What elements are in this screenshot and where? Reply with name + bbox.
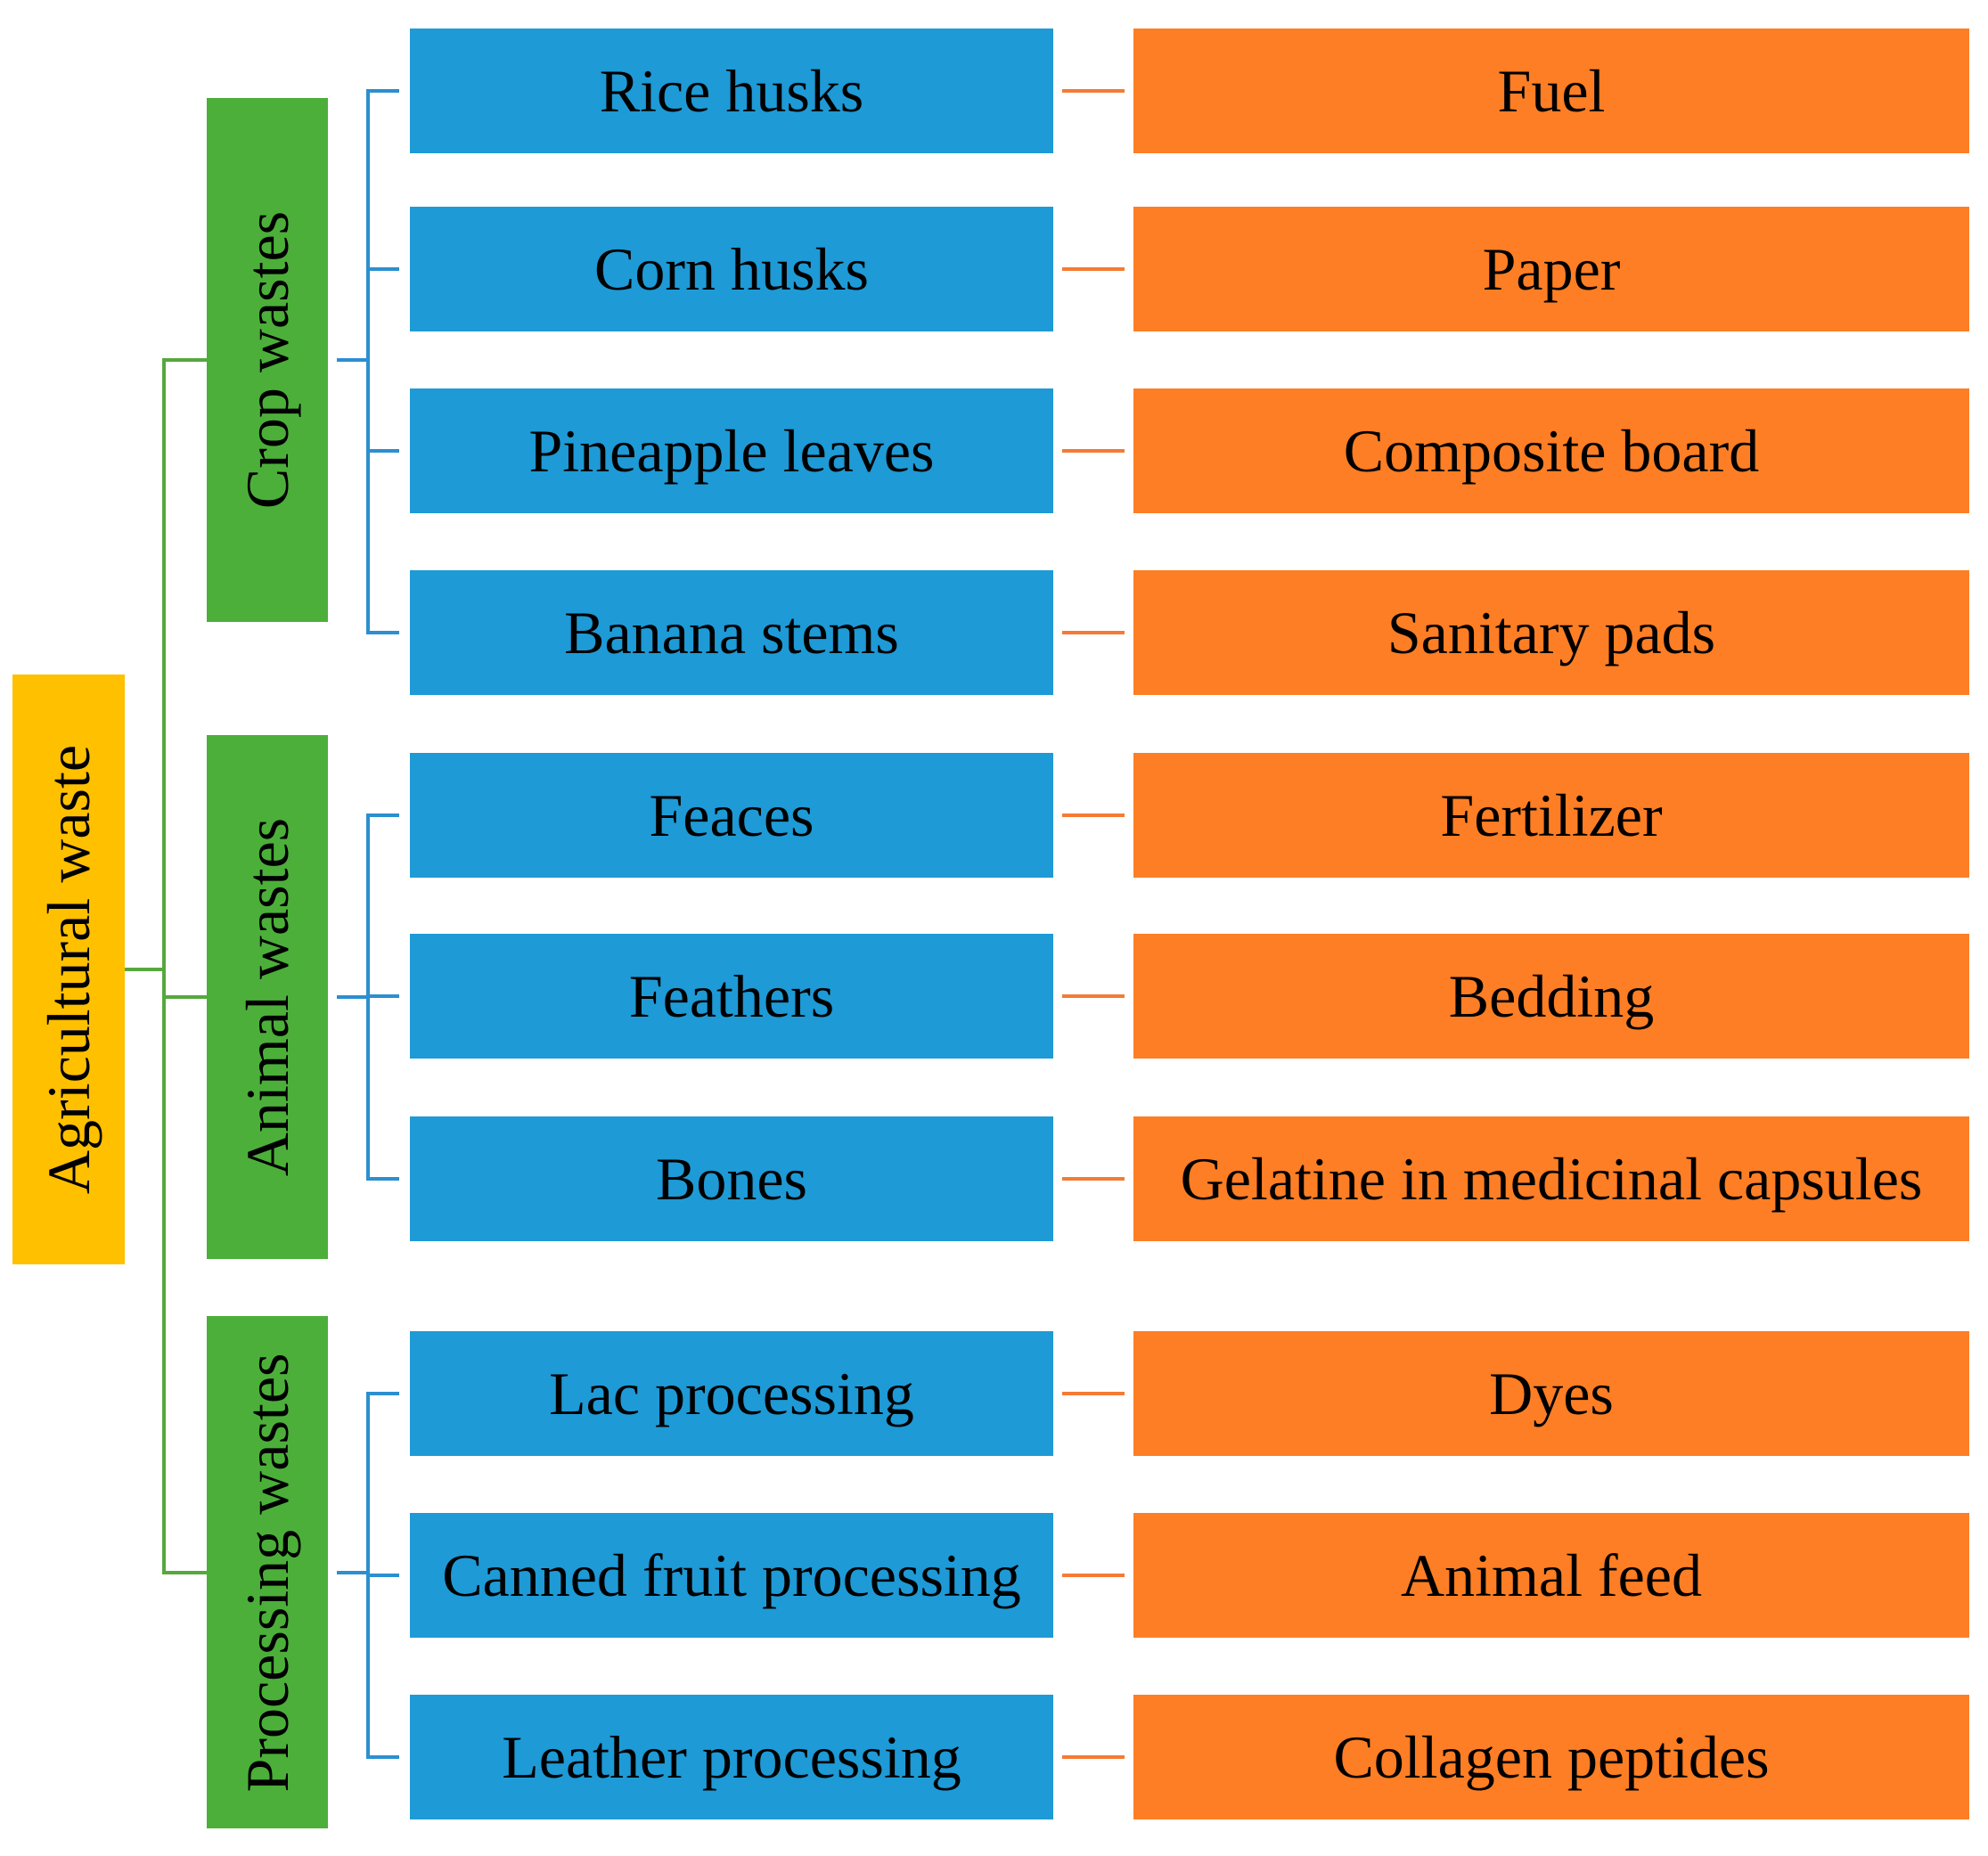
category-box: Animal wastes <box>207 735 328 1259</box>
use-box: Animal feed <box>1133 1513 1969 1638</box>
source-box-label: Pineapple leaves <box>528 417 935 485</box>
source-box-label: Corn husks <box>594 235 869 303</box>
source-box-label: Rice husks <box>599 57 864 125</box>
source-box: Corn husks <box>410 207 1053 331</box>
source-bracket-tick <box>368 89 399 93</box>
use-box-label: Paper <box>1482 235 1621 303</box>
source-box-label: Feaces <box>649 781 814 849</box>
category-connector <box>164 358 207 362</box>
source-box: Lac processing <box>410 1331 1053 1456</box>
use-box-label: Gelatine in medicinal capsules <box>1180 1145 1923 1213</box>
source-bracket-stub <box>337 358 368 362</box>
use-box: Dyes <box>1133 1331 1969 1456</box>
category-box: Crop wastes <box>207 98 328 622</box>
source-box-label: Banana stems <box>564 599 899 666</box>
source-box: Pineapple leaves <box>410 388 1053 513</box>
source-box: Leather processing <box>410 1695 1053 1819</box>
category-label: Animal wastes <box>233 817 301 1177</box>
use-box-label: Dyes <box>1489 1360 1614 1427</box>
category-box: Processing wastes <box>207 1316 328 1828</box>
source-bracket-tick <box>368 631 399 634</box>
source-box: Canned fruit processing <box>410 1513 1053 1638</box>
use-box: Sanitary pads <box>1133 570 1969 695</box>
root-node: Agricultural waste <box>12 675 125 1264</box>
use-connector <box>1062 267 1125 271</box>
root-connector <box>125 968 164 971</box>
use-connector <box>1062 814 1125 817</box>
category-label: Crop wastes <box>233 210 301 510</box>
source-box-label: Bones <box>656 1145 807 1213</box>
source-box-label: Feathers <box>628 962 835 1030</box>
use-box-label: Sanitary pads <box>1387 599 1716 666</box>
source-box: Feaces <box>410 753 1053 878</box>
use-connector <box>1062 1392 1125 1395</box>
source-box: Rice husks <box>410 29 1053 153</box>
source-bracket-tick <box>368 1177 399 1181</box>
source-bracket-tick <box>368 1392 399 1395</box>
use-box-label: Animal feed <box>1401 1541 1702 1609</box>
use-box: Bedding <box>1133 934 1969 1059</box>
use-connector <box>1062 631 1125 634</box>
category-label: Processing wastes <box>233 1353 301 1792</box>
source-box: Banana stems <box>410 570 1053 695</box>
use-box-label: Collagen peptides <box>1333 1723 1770 1791</box>
use-box-label: Bedding <box>1448 962 1655 1030</box>
use-box: Gelatine in medicinal capsules <box>1133 1116 1969 1241</box>
use-connector <box>1062 1574 1125 1577</box>
category-connector <box>164 995 207 999</box>
source-bracket-tick <box>368 1755 399 1759</box>
source-bracket-tick <box>368 814 399 817</box>
source-box: Bones <box>410 1116 1053 1241</box>
source-box-label: Leather processing <box>502 1723 961 1791</box>
source-box: Feathers <box>410 934 1053 1059</box>
source-box-label: Lac processing <box>549 1360 914 1427</box>
use-box: Fertilizer <box>1133 753 1969 878</box>
root-label: Agricultural waste <box>35 744 102 1195</box>
root-trunk-line <box>162 358 166 1574</box>
use-box: Collagen peptides <box>1133 1695 1969 1819</box>
source-bracket-stub <box>337 1570 368 1574</box>
source-bracket-trunk <box>366 89 370 634</box>
use-box: Paper <box>1133 207 1969 331</box>
source-box-label: Canned fruit processing <box>442 1541 1021 1609</box>
use-connector <box>1062 994 1125 998</box>
use-box: Fuel <box>1133 29 1969 153</box>
use-box-label: Fertilizer <box>1440 781 1663 849</box>
use-box-label: Fuel <box>1497 57 1606 125</box>
use-box: Composite board <box>1133 388 1969 513</box>
source-bracket-tick <box>368 1574 399 1577</box>
source-bracket-tick <box>368 267 399 271</box>
use-connector <box>1062 449 1125 453</box>
use-connector <box>1062 89 1125 93</box>
category-connector <box>164 1570 207 1574</box>
use-connector <box>1062 1177 1125 1181</box>
source-bracket-stub <box>337 995 368 999</box>
source-bracket-tick <box>368 449 399 453</box>
use-box-label: Composite board <box>1343 417 1760 485</box>
source-bracket-tick <box>368 994 399 998</box>
use-connector <box>1062 1755 1125 1759</box>
